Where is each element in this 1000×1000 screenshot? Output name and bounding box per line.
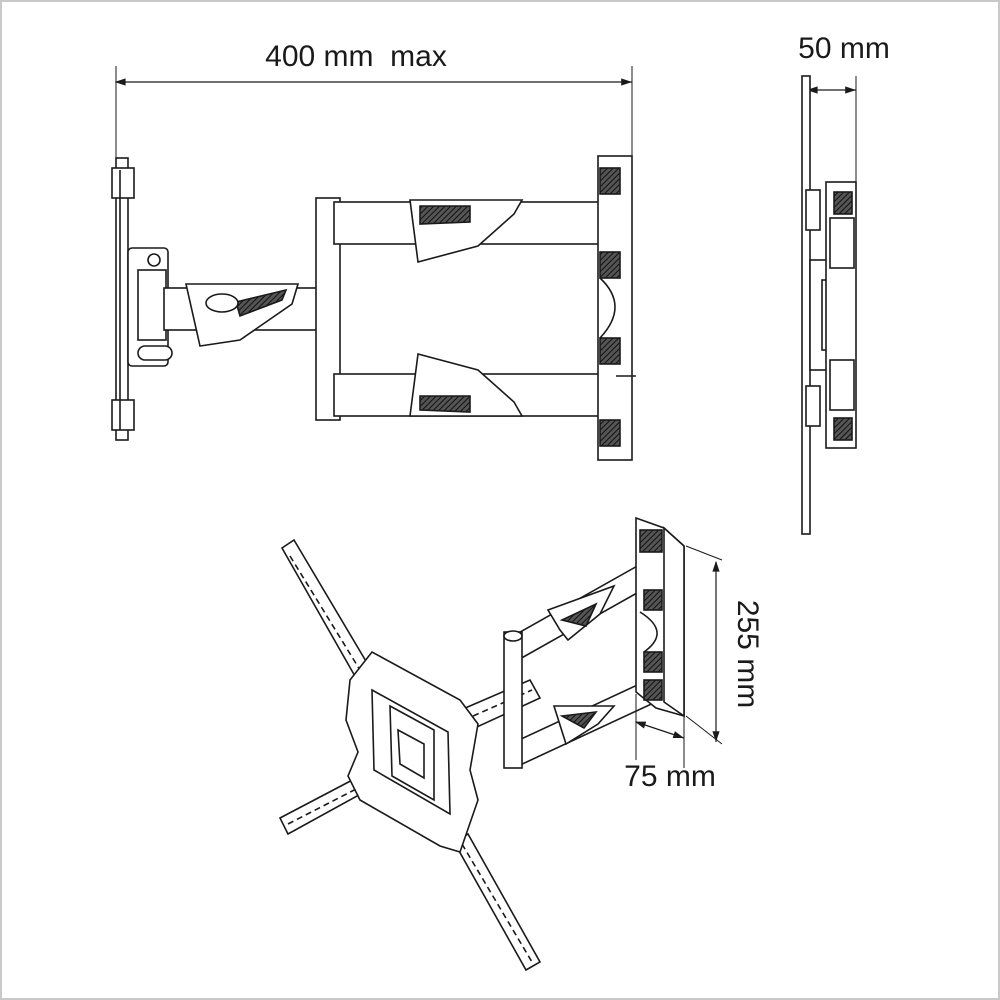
upper-outer-arm [333,197,629,264]
perspective-view [278,516,723,972]
plate-dimension-line [634,721,685,739]
height-label: 255 mm [731,600,764,708]
top-view [111,66,636,461]
side-view [801,75,857,535]
tv-plate-side [111,157,173,441]
wall-plate-top-view [597,155,636,461]
plate-label: 75 mm [624,760,716,793]
inner-arm [163,283,321,347]
wall-plate-perspective [635,516,685,718]
depth-label: 50 mm [798,32,890,65]
lower-outer-arm [333,352,629,421]
width-label: 400 mm max [265,40,447,73]
center-bracket [345,650,479,853]
perspective-arms [503,558,662,769]
